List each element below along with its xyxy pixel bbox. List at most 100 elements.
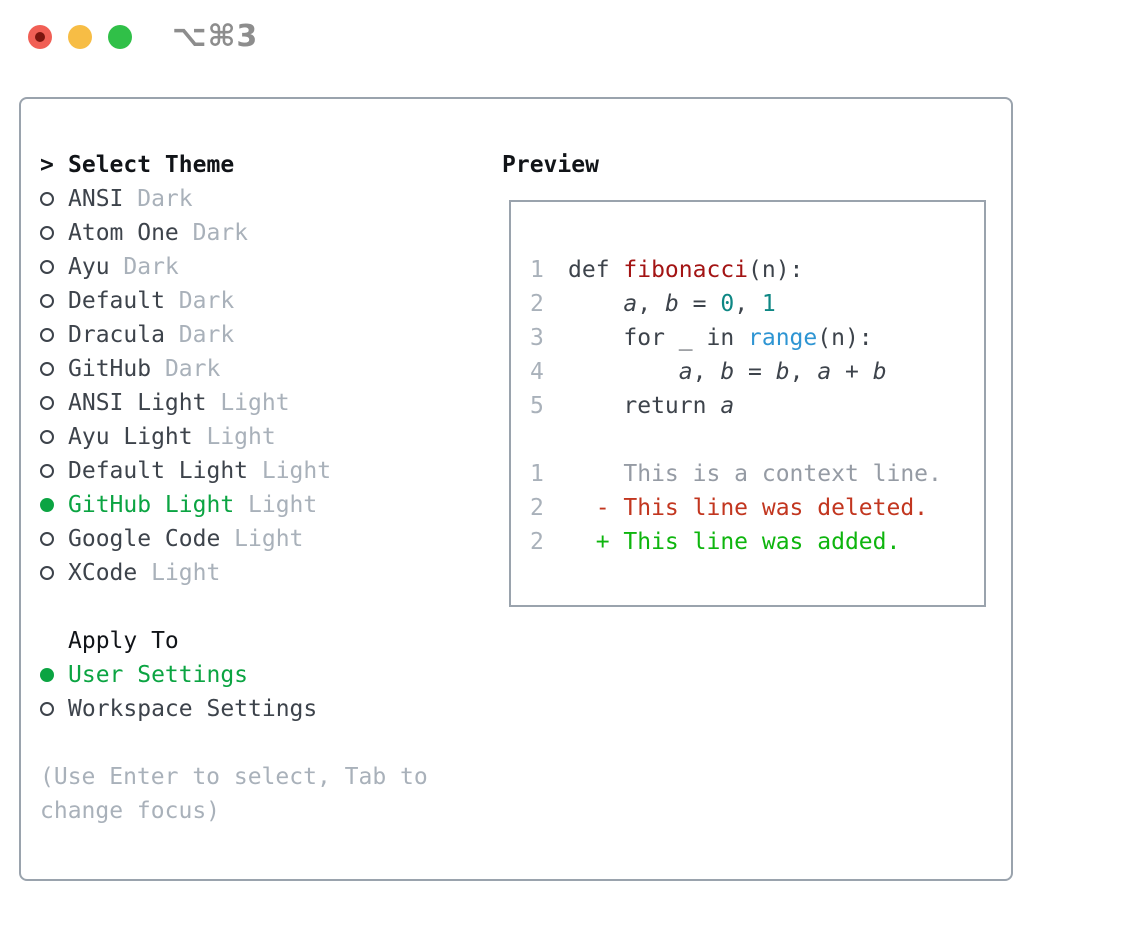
- code-token: 1: [761, 291, 776, 317]
- radio-icon[interactable]: [40, 668, 54, 682]
- theme-item-ansi-light[interactable]: ANSI Light Light: [40, 386, 428, 420]
- line-number: 1: [530, 257, 544, 283]
- theme-variant: Dark: [164, 356, 221, 382]
- code-token: for _ in: [568, 325, 749, 351]
- radio-icon[interactable]: [40, 260, 54, 274]
- line-number: 3: [530, 325, 544, 351]
- radio-icon[interactable]: [40, 430, 54, 444]
- radio-icon[interactable]: [40, 192, 54, 206]
- code-token: - This line was deleted.: [568, 495, 929, 521]
- theme-item-default-dark[interactable]: Default Dark: [40, 284, 428, 318]
- theme-variant: Light: [248, 492, 318, 518]
- preview-column: Preview: [502, 148, 599, 182]
- code-token: range: [748, 325, 818, 351]
- theme-variant: Light: [234, 526, 304, 552]
- code-token: [568, 291, 623, 317]
- theme-item-dracula-dark[interactable]: Dracula Dark: [40, 318, 428, 352]
- radio-icon[interactable]: [40, 396, 54, 410]
- theme-variant: Light: [261, 458, 332, 484]
- theme-variant: Dark: [178, 288, 235, 314]
- line-number: 5: [530, 393, 544, 419]
- theme-variant: Dark: [123, 254, 179, 280]
- code-token: def: [568, 257, 624, 283]
- theme-name: Default Light: [68, 458, 249, 484]
- theme-variant: Dark: [178, 322, 235, 348]
- theme-name: ANSI Light: [68, 390, 207, 416]
- theme-variant: Dark: [137, 186, 193, 212]
- apply-to-title: Apply To: [68, 628, 179, 654]
- theme-item-github-light[interactable]: GitHub Light Light: [40, 488, 428, 522]
- code-line: 1 def fibonacci(n):: [530, 253, 984, 287]
- code-token: This is a context line.: [568, 461, 942, 487]
- code-token: return: [568, 393, 721, 419]
- radio-icon[interactable]: [40, 294, 54, 308]
- minimize-button[interactable]: [68, 25, 92, 49]
- code-token: a: [720, 393, 735, 419]
- theme-item-ayu-dark[interactable]: Ayu Dark: [40, 250, 428, 284]
- window-titlebar: ⌥⌘3: [28, 19, 259, 54]
- apply-option-label: Workspace Settings: [68, 696, 318, 722]
- theme-variant: Dark: [192, 220, 249, 246]
- window-shortcut-label: ⌥⌘3: [172, 19, 259, 54]
- theme-name: Ayu: [68, 254, 110, 280]
- code-line: 5 return a: [530, 389, 984, 423]
- menu-title: Select Theme: [68, 152, 235, 178]
- theme-item-atom-one-dark[interactable]: Atom One Dark: [40, 216, 428, 250]
- theme-variant: Light: [220, 390, 290, 416]
- radio-icon[interactable]: [40, 464, 54, 478]
- code-token: =: [678, 291, 721, 317]
- theme-name: Google Code: [68, 526, 221, 552]
- theme-item-default-light[interactable]: Default Light Light: [40, 454, 428, 488]
- line-number: 2: [530, 495, 544, 521]
- preview-box: 1 def fibonacci(n): 2 a, b = 0, 1 3 for …: [509, 200, 986, 607]
- theme-item-xcode-light[interactable]: XCode Light: [40, 556, 428, 590]
- theme-name: Atom One: [68, 220, 179, 246]
- code-token: ,: [789, 359, 818, 385]
- radio-icon[interactable]: [40, 328, 54, 342]
- code-token: a: [817, 359, 832, 385]
- theme-variant: Light: [151, 560, 221, 586]
- theme-name: GitHub: [68, 356, 152, 382]
- code-token: =: [734, 359, 776, 385]
- code-token: fibonacci: [623, 257, 749, 283]
- theme-item-ansi-dark[interactable]: ANSI Dark: [40, 182, 428, 216]
- close-button[interactable]: [28, 25, 52, 49]
- code-token: ,: [734, 291, 762, 317]
- diff-added-line: 2 + This line was added.: [530, 525, 984, 559]
- line-number: 1: [530, 461, 544, 487]
- code-token: + This line was added.: [568, 529, 901, 555]
- apply-option-workspace-settings[interactable]: Workspace Settings: [40, 692, 428, 726]
- theme-item-ayu-light[interactable]: Ayu Light Light: [40, 420, 428, 454]
- theme-menu: > Select Theme ANSI Dark Atom One Dark A…: [40, 148, 428, 828]
- code-token: [568, 359, 679, 385]
- radio-icon[interactable]: [40, 226, 54, 240]
- line-number: 4: [530, 359, 544, 385]
- code-token: a: [678, 359, 693, 385]
- zoom-button[interactable]: [108, 25, 132, 49]
- apply-option-label: User Settings: [68, 662, 249, 688]
- theme-name: Default: [68, 288, 165, 314]
- apply-option-user-settings[interactable]: User Settings: [40, 658, 428, 692]
- theme-name: Dracula: [68, 322, 165, 348]
- radio-icon[interactable]: [40, 498, 54, 512]
- theme-variant: Light: [206, 424, 276, 450]
- theme-name: XCode: [68, 560, 138, 586]
- code-token: 0: [720, 291, 735, 317]
- code-line: 3 for _ in range(n):: [530, 321, 984, 355]
- theme-item-google-code-light[interactable]: Google Code Light: [40, 522, 428, 556]
- code-token: b: [720, 359, 735, 385]
- diff-deleted-line: 2 - This line was deleted.: [530, 491, 984, 525]
- code-token: b: [872, 359, 887, 385]
- radio-icon[interactable]: [40, 566, 54, 580]
- code-token: ,: [637, 291, 665, 317]
- radio-icon[interactable]: [40, 362, 54, 376]
- theme-name: Ayu Light: [68, 424, 193, 450]
- diff-context-line: 1 This is a context line.: [530, 457, 984, 491]
- theme-item-github-dark[interactable]: GitHub Dark: [40, 352, 428, 386]
- radio-icon[interactable]: [40, 532, 54, 546]
- radio-icon[interactable]: [40, 702, 54, 716]
- code-line-blank: [530, 423, 984, 457]
- code-line: 4 a, b = b, a + b: [530, 355, 984, 389]
- cursor-arrow-icon: >: [40, 152, 54, 178]
